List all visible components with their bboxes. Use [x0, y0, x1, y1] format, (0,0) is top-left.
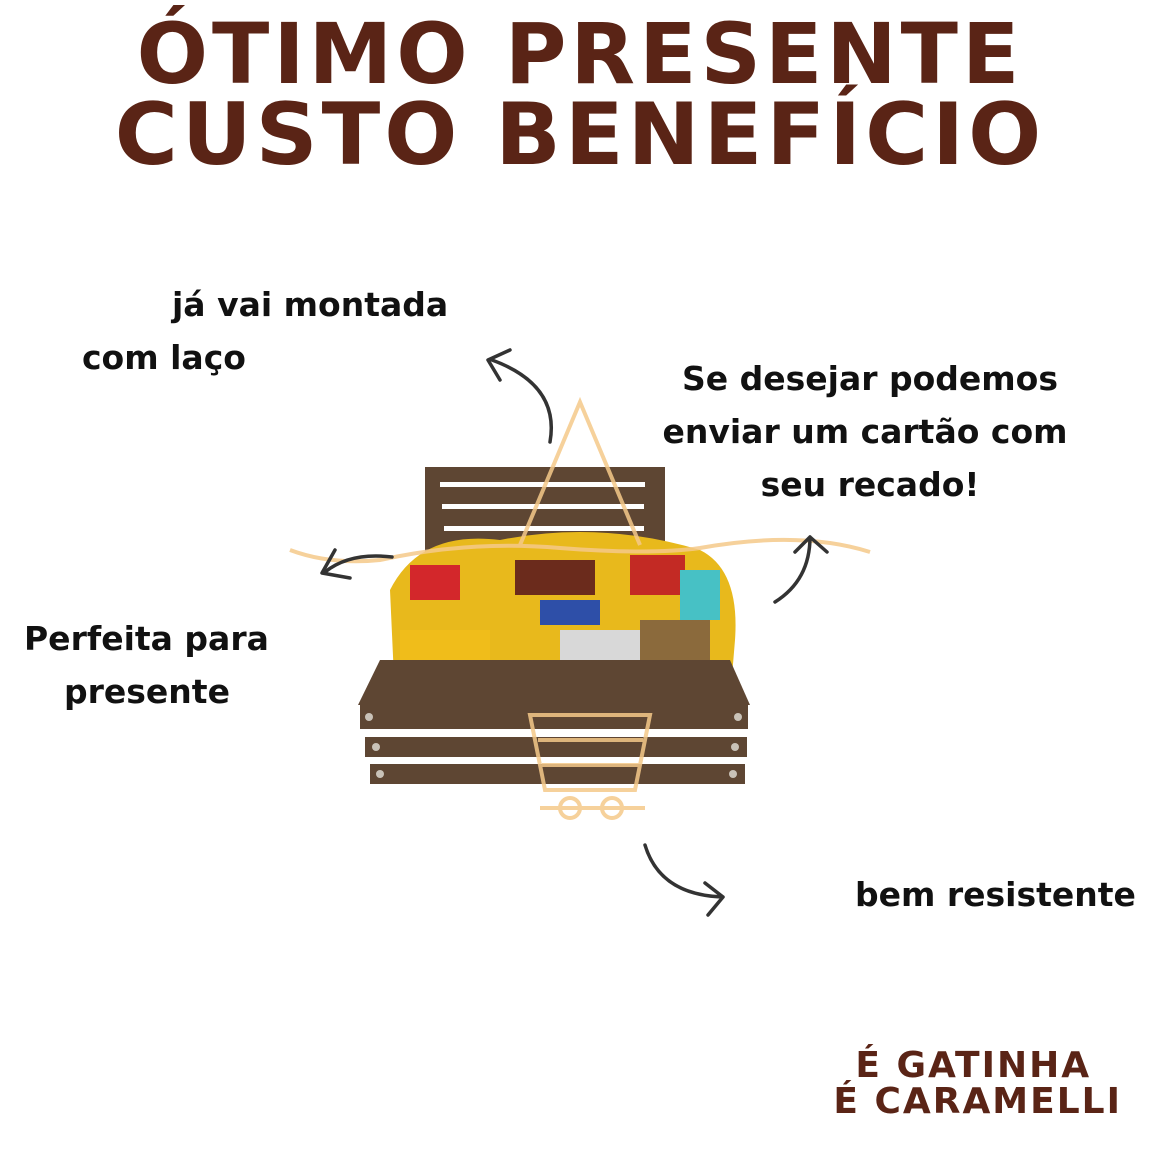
headline-line-1: ÓTIMO PRESENTE: [136, 5, 1024, 103]
callout-gift-1: Perfeita para: [24, 619, 269, 658]
callout-assembled-1: já vai montada: [172, 285, 449, 324]
arrow-up-right-icon: [773, 535, 829, 604]
watermark-logo: [289, 396, 871, 820]
brand-line-2: É CARAMELLI: [833, 1081, 1122, 1122]
arrow-icons: [320, 348, 829, 917]
brand-logo: É GATINHA É CARAMELLI: [833, 1048, 1122, 1120]
gift-crate-image: [358, 467, 750, 784]
callout-gift-2: presente: [64, 672, 230, 711]
brand-line-1: É GATINHA: [855, 1045, 1092, 1086]
arrow-up-left-icon: [486, 348, 553, 444]
callout-card-2: enviar um cartão com: [662, 412, 1068, 451]
arrow-down-right-icon: [643, 843, 725, 917]
callout-card-3: seu recado!: [760, 465, 980, 504]
callout-sturdy: bem resistente: [855, 875, 1136, 914]
callout-assembled-2: com laço: [82, 338, 246, 377]
headline-line-2: CUSTO BENEFÍCIO: [114, 85, 1046, 185]
arrow-left-icon: [320, 548, 394, 580]
callout-card-1: Se desejar podemos: [681, 359, 1058, 398]
